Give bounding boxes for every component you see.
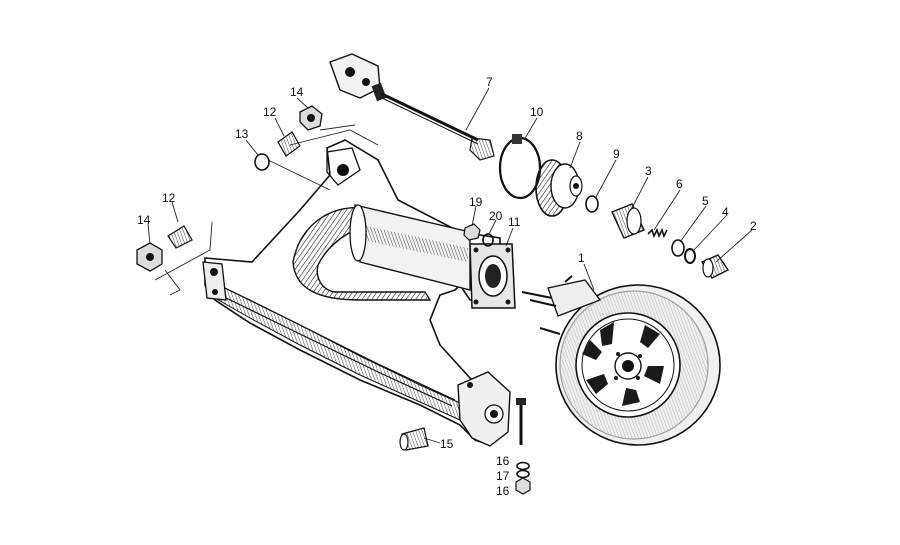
nut-16: [515, 477, 531, 495]
drive-shaft: [329, 53, 495, 161]
wheel-drum: [521, 275, 721, 446]
callout-8: 8: [576, 129, 583, 143]
pin-15: [399, 427, 429, 451]
callout-9: 9: [613, 147, 620, 161]
callout-7: 7: [486, 75, 493, 89]
washer-16: [516, 461, 530, 471]
swing-arm: [202, 139, 516, 447]
washer-17: [516, 469, 530, 479]
washer-20: [482, 233, 494, 247]
stud-12-upper: [277, 131, 301, 157]
callout-19: 19: [469, 195, 483, 209]
clamp-ring: [498, 134, 542, 200]
gear-hub: [535, 159, 583, 217]
callout-12-lower: 12: [162, 191, 176, 205]
washer-13: [254, 153, 270, 171]
washer-4: [684, 248, 696, 264]
callout-11: 11: [508, 215, 521, 229]
callout-5: 5: [702, 194, 709, 208]
callout-16-lower: 16: [496, 484, 510, 498]
callout-12-upper: 12: [263, 105, 277, 119]
assembly-lines: [154, 124, 379, 296]
callout-10: 10: [530, 105, 544, 119]
nut-14-lower: [136, 242, 163, 272]
splined-nut: [700, 254, 730, 279]
callout-16-upper: 16: [496, 454, 510, 468]
callout-14-upper: 14: [290, 85, 304, 99]
callout-2: 2: [750, 219, 757, 233]
bolt-16: [516, 398, 526, 445]
spring: [647, 227, 668, 239]
ring-5: [671, 239, 685, 257]
callout-6: 6: [676, 177, 683, 191]
callout-labels: 7 10 8 9 3 6 5 4 2 1 11 19 20 14 12 13 1…: [137, 75, 757, 498]
callout-15: 15: [440, 437, 454, 451]
stud-12-lower: [167, 225, 193, 249]
o-ring-9: [585, 195, 599, 213]
callout-3: 3: [645, 164, 652, 178]
nut-19: [463, 223, 481, 241]
callout-13: 13: [235, 127, 249, 141]
callout-14-lower: 14: [137, 213, 151, 227]
nut-14-upper: [299, 105, 323, 131]
callout-17: 17: [496, 469, 510, 483]
leader-lines: [147, 87, 753, 444]
callout-20: 20: [489, 209, 503, 223]
splined-bush: [611, 203, 645, 239]
callout-1: 1: [578, 251, 585, 265]
callout-4: 4: [722, 205, 729, 219]
